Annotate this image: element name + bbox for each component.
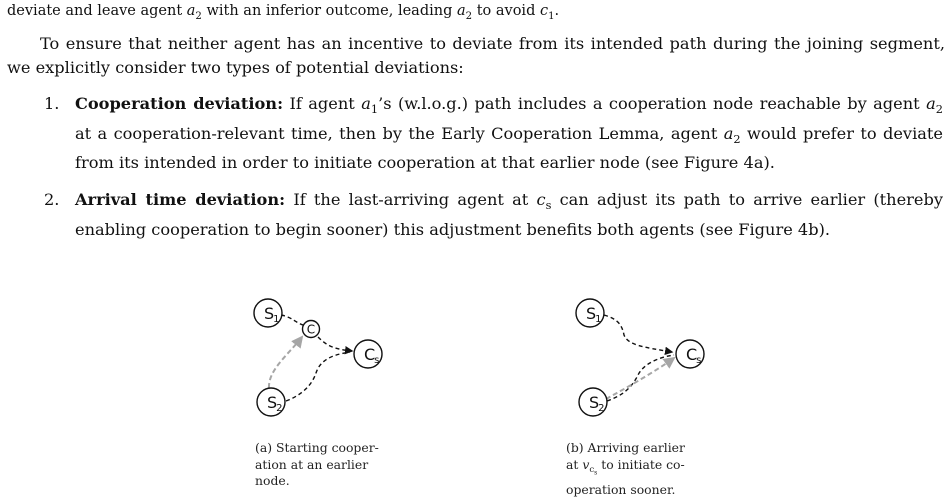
text-fragment: at [566, 456, 583, 472]
edge-s2-c-gray [267, 335, 304, 389]
list-item: 1.Cooperation deviation: If agent a1’s (… [0, 92, 943, 175]
caption-line: (a) Starting cooper- [255, 440, 379, 455]
node-s1-sub: 1 [595, 314, 601, 325]
text-fragment: at a cooperation-relevant time, then by … [75, 123, 724, 143]
math-vcs: vcs [582, 456, 598, 477]
text-fragment: to initiate co- [597, 456, 685, 472]
svg-text:S1: S1 [586, 304, 602, 325]
svg-text:S2: S2 [589, 393, 605, 414]
math-subscript: 2 [465, 10, 473, 22]
math-subscript: 2 [935, 102, 943, 117]
text-fragment: with an inferior outcome, leading [201, 3, 457, 19]
caption-line: node. [255, 473, 290, 488]
list-number: 2. [44, 189, 60, 209]
math-a1: a1 [361, 94, 379, 117]
item-title: Arrival time deviation: [75, 189, 286, 209]
math-subscript: 1 [370, 102, 379, 117]
math-subscript: 2 [733, 131, 741, 146]
math-subscript: s [545, 198, 552, 213]
node-s2-sub: 2 [598, 403, 604, 414]
math-a2: a2 [926, 94, 943, 117]
deviation-list: 1.Cooperation deviation: If agent a1’s (… [0, 92, 952, 254]
list-item: 2. Arrival time deviation: If the last-ar… [0, 188, 943, 241]
math-symbol: a [723, 123, 734, 143]
figure-a-caption: (a) Starting cooper- ation at an earlier… [255, 440, 405, 490]
math-symbol: c [536, 189, 546, 209]
node-cs-sub: s [696, 355, 701, 366]
math-symbol: v [582, 456, 590, 472]
caption-line: at vcs to initiate co- [566, 457, 716, 483]
node-cs-label: C [686, 345, 697, 364]
math-a2: a2 [456, 3, 473, 22]
body-paragraph: To ensure that neither agent has an ince… [7, 34, 945, 77]
svg-text:Cs: Cs [686, 345, 701, 366]
node-s1-label: S [586, 304, 596, 323]
list-number: 1. [44, 94, 60, 113]
math-subscript: 1 [548, 10, 555, 22]
caption-line: ation at an earlier [255, 456, 369, 472]
math-subsubscript: s [594, 469, 598, 477]
node-s1-label: S [264, 304, 274, 323]
math-symbol: c [539, 3, 549, 19]
item-title: Cooperation deviation: [75, 94, 284, 113]
edge-s1-c [280, 314, 304, 326]
math-symbol: a [361, 94, 371, 113]
text-fragment: can adjust its path to arrive earlier (t… [75, 189, 943, 239]
node-cs-sub: s [374, 355, 379, 366]
caption-line: (b) Arriving earlier [566, 440, 685, 455]
math-subscript: cs [589, 464, 598, 477]
figure-a-diagram: S1 C Cs S2 [253, 298, 383, 417]
math-subscript: 2 [195, 10, 202, 22]
node-s2-label: S [267, 393, 277, 412]
top-line: deviate and leave agent a2 with an infer… [7, 0, 559, 28]
edge-s2-cs [285, 351, 351, 402]
text-fragment: deviate and leave agent [7, 3, 187, 19]
math-symbol: a [456, 3, 466, 19]
math-cs: cs [536, 189, 552, 213]
math-a2: a2 [723, 123, 741, 146]
text-fragment: ’s (w.l.o.g.) path includes a cooperatio… [378, 94, 927, 113]
figure-b-diagram: S1 Cs S2 [575, 298, 705, 417]
math-symbol: c [589, 464, 595, 475]
edge-s2-cs-gray [605, 356, 676, 400]
text-fragment: If the last-arriving agent at [285, 189, 537, 209]
text-fragment: If agent [283, 94, 362, 113]
edge-s2-cs [606, 354, 675, 402]
edge-c-cs [317, 336, 354, 355]
text-fragment: to avoid [472, 3, 540, 19]
math-c1: c1 [539, 3, 555, 22]
edge-s1-cs [603, 314, 674, 355]
node-s2-label: S [589, 393, 599, 412]
node-s1-sub: 1 [273, 314, 279, 325]
figure-b-caption: (b) Arriving earlier at vcs to initiate … [566, 440, 716, 499]
svg-text:Cs: Cs [364, 345, 379, 366]
text-fragment: would prefer to deviate from its intende… [75, 123, 943, 173]
text-fragment: . [554, 3, 560, 19]
svg-text:S1: S1 [264, 304, 280, 325]
node-cs-label: C [364, 345, 375, 364]
math-symbol: a [926, 94, 936, 113]
math-a2: a2 [186, 3, 202, 22]
math-symbol: a [186, 3, 196, 19]
node-c-label: C [307, 323, 315, 337]
node-s2-sub: 2 [276, 403, 282, 414]
svg-text:S2: S2 [267, 393, 283, 414]
caption-line: operation sooner. [566, 482, 676, 498]
